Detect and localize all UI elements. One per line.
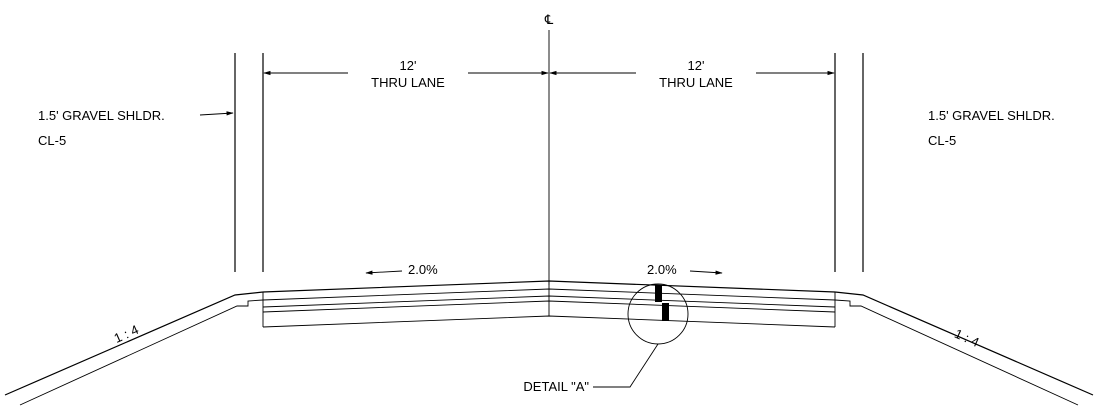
detail-a-joint-lower bbox=[662, 303, 669, 321]
detail-a-label: DETAIL "A" bbox=[523, 379, 589, 394]
right-shoulder-and-slope: 1 : 4 bbox=[834, 291, 1094, 406]
left-slope-annotation: 2.0% bbox=[365, 262, 438, 277]
right-slope-annotation: 2.0% bbox=[647, 262, 723, 277]
right-shoulder-bottom-slope bbox=[834, 299, 1079, 406]
right-slope-value: 2.0% bbox=[647, 262, 677, 277]
left-slope-arrow bbox=[365, 270, 403, 275]
detail-a-leader bbox=[593, 343, 659, 388]
pavement-section bbox=[262, 280, 836, 328]
centerline: ℄ bbox=[544, 12, 554, 285]
extension-lines bbox=[234, 53, 864, 272]
right-lane-width: 12' bbox=[688, 58, 705, 73]
left-lane-dimension: 12' THRU LANE bbox=[263, 58, 549, 90]
right-shoulder-label: 1.5' GRAVEL SHLDR. bbox=[928, 108, 1055, 123]
detail-a-marker: DETAIL "A" bbox=[523, 283, 689, 394]
pavement-subbase-bottom bbox=[262, 315, 836, 328]
right-slope-arrow bbox=[689, 270, 723, 275]
left-lane-width: 12' bbox=[400, 58, 417, 73]
right-lane-dimension: 12' THRU LANE bbox=[549, 58, 835, 90]
left-slope-value: 2.0% bbox=[408, 262, 438, 277]
right-shoulder-callout: 1.5' GRAVEL SHLDR. CL-5 bbox=[928, 108, 1055, 148]
left-shoulder-leader-arrow bbox=[199, 111, 234, 116]
left-shoulder-top-slope bbox=[4, 291, 264, 396]
centerline-symbol: ℄ bbox=[544, 12, 554, 27]
detail-a-joint-upper bbox=[655, 285, 662, 302]
left-shoulder-code: CL-5 bbox=[38, 133, 66, 148]
right-side-slope-ratio: 1 : 4 bbox=[952, 326, 981, 350]
left-shoulder-label: 1.5' GRAVEL SHLDR. bbox=[38, 108, 165, 123]
right-shoulder-code: CL-5 bbox=[928, 133, 956, 148]
left-lane-name: THRU LANE bbox=[371, 75, 445, 90]
left-shoulder-and-slope: 1 : 4 bbox=[4, 291, 264, 406]
right-lane-name: THRU LANE bbox=[659, 75, 733, 90]
right-shoulder-top-slope bbox=[834, 291, 1094, 396]
left-shoulder-bottom-slope bbox=[19, 299, 264, 406]
left-shoulder-callout: 1.5' GRAVEL SHLDR. CL-5 bbox=[38, 108, 234, 148]
